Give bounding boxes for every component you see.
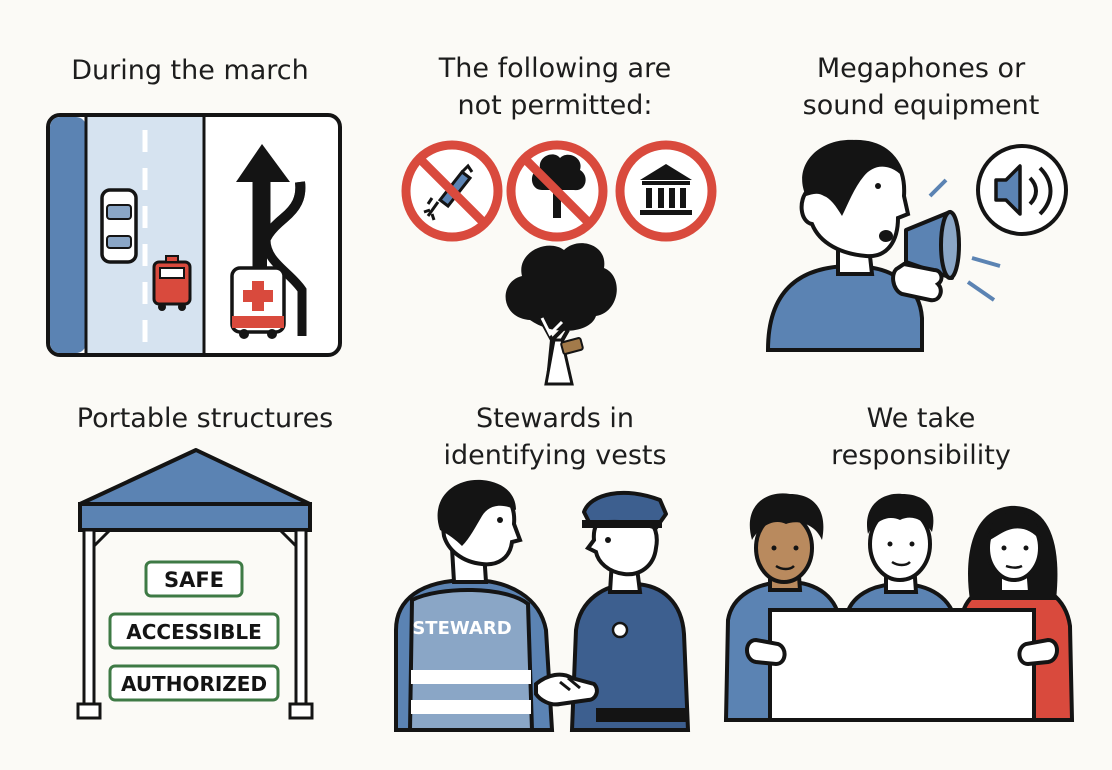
tree-icon (505, 243, 617, 386)
title-line: responsibility (831, 440, 1011, 471)
title-line: The following are (438, 53, 672, 84)
person-shouting-icon (765, 139, 924, 352)
title-line: Megaphones or (816, 53, 1026, 84)
megaphone-icon (891, 178, 1001, 303)
title-line: not permitted: (457, 90, 653, 121)
title-line: We take (866, 403, 976, 434)
title-line: Stewards in (476, 403, 634, 434)
sign-authorized-label: AUTHORIZED (121, 672, 267, 696)
no-firework-icon (401, 140, 503, 242)
sign-authorized: AUTHORIZED (108, 664, 280, 702)
no-tree-icon (506, 140, 608, 242)
small-ambulance-icon (152, 255, 192, 311)
panel-title-structures: Portable structures (76, 403, 334, 434)
handshake-icon (534, 672, 599, 707)
title-line: identifying vests (443, 440, 667, 471)
no-building-icon (615, 140, 717, 242)
sign-accessible: ACCESSIBLE (108, 612, 280, 650)
title-line: sound equipment (802, 90, 1040, 121)
vest-label: STEWARD (412, 618, 511, 639)
panel-title-stewards: Stewards in identifying vests (370, 400, 740, 474)
banner-icon (745, 608, 1059, 722)
speaker-icon (976, 144, 1068, 236)
road-map-icon (46, 113, 342, 357)
sign-safe-label: SAFE (164, 568, 224, 592)
panel-title-responsibility: We take responsibility (740, 400, 1102, 474)
ambulance-icon (230, 266, 286, 339)
panel-title-megaphones: Megaphones or sound equipment (740, 50, 1102, 124)
panel-title-march: During the march (71, 55, 309, 86)
panel-title-not-permitted: The following are not permitted: (370, 50, 740, 124)
sign-accessible-label: ACCESSIBLE (126, 620, 262, 644)
police-officer-icon (569, 490, 691, 732)
sign-safe: SAFE (144, 560, 244, 598)
car-icon (100, 188, 138, 264)
canopy-tent-icon (76, 448, 314, 720)
steward-icon: STEWARD (394, 479, 555, 732)
